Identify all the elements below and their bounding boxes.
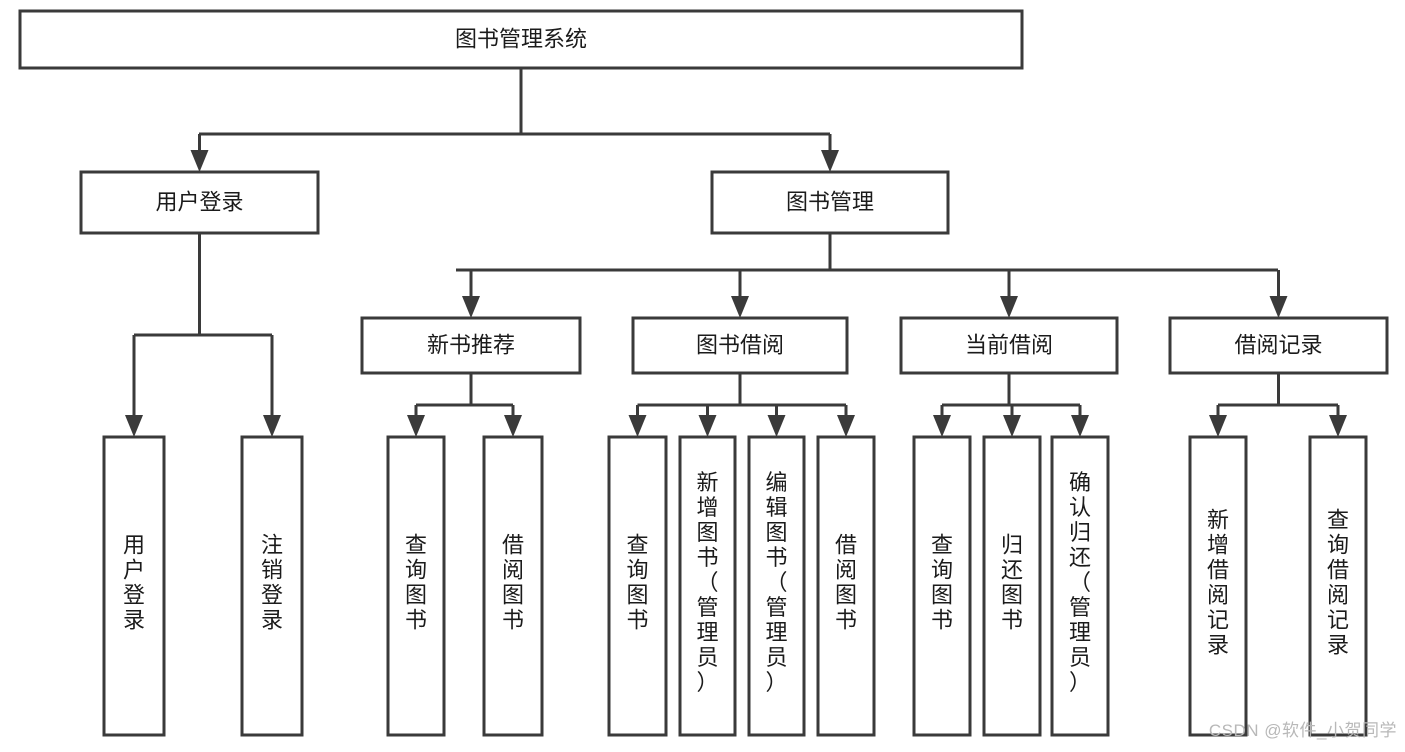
node-label: 新增图书（管理员） — [696, 470, 718, 695]
node-box — [899, 316, 1119, 375]
node-l2-2[interactable]: 当前借阅 — [899, 316, 1119, 375]
node-leaf-11[interactable]: 新增借阅记录 — [1188, 435, 1248, 737]
node-label: 借阅图书 — [835, 533, 857, 633]
node-label: 新增借阅记录 — [1207, 508, 1229, 658]
arrow-head-icon — [1269, 296, 1288, 318]
node-box — [79, 170, 320, 235]
arrow-head-icon — [1071, 415, 1089, 437]
node-leaf-0[interactable]: 用户登录 — [102, 435, 166, 737]
node-leaf-10[interactable]: 确认归还（管理员） — [1050, 435, 1110, 737]
node-label: 用户登录 — [123, 533, 145, 633]
node-label: 用户登录 — [155, 189, 243, 214]
node-label: 当前借阅 — [965, 332, 1053, 357]
arrow-head-icon — [263, 415, 281, 437]
node-l2-3[interactable]: 借阅记录 — [1168, 316, 1389, 375]
node-box — [1050, 435, 1110, 737]
node-label: 注销登录 — [261, 533, 283, 633]
node-box — [482, 435, 544, 737]
node-label: 图书管理系统 — [455, 26, 587, 51]
node-box — [1308, 435, 1368, 737]
connector-layer — [125, 68, 1347, 437]
arrow-head-icon — [462, 296, 480, 318]
arrow-head-icon — [1003, 415, 1021, 437]
node-l1-0[interactable]: 用户登录 — [79, 170, 320, 235]
node-label: 查询借阅记录 — [1327, 508, 1349, 658]
node-leaf-9[interactable]: 归还图书 — [982, 435, 1042, 737]
watermark-label: CSDN @软件_小贺同学 — [1208, 721, 1397, 740]
node-leaf-8[interactable]: 查询图书 — [912, 435, 972, 737]
arrow-head-icon — [821, 150, 839, 172]
node-box — [1188, 435, 1248, 737]
node-leaf-7[interactable]: 借阅图书 — [816, 435, 876, 737]
arrow-head-icon — [125, 415, 143, 437]
node-label: 查询图书 — [626, 533, 648, 633]
node-box — [816, 435, 876, 737]
node-leaf-12[interactable]: 查询借阅记录 — [1308, 435, 1368, 737]
node-label: 确认归还（管理员） — [1069, 470, 1091, 695]
node-label: 图书管理 — [786, 189, 874, 214]
node-box — [710, 170, 950, 235]
node-label: 编辑图书（管理员） — [765, 470, 787, 695]
arrow-head-icon — [698, 415, 717, 437]
node-box — [386, 435, 446, 737]
node-box — [607, 435, 668, 737]
node-label: 借阅图书 — [502, 533, 524, 633]
node-box — [18, 9, 1024, 70]
arrow-head-icon — [407, 415, 425, 437]
node-box — [982, 435, 1042, 737]
arrow-head-icon — [1209, 415, 1227, 437]
node-box — [631, 316, 849, 375]
arrow-head-icon — [1000, 296, 1018, 318]
node-layer: 图书管理系统用户登录图书管理新书推荐图书借阅当前借阅借阅记录用户登录注销登录查询… — [18, 9, 1389, 737]
node-leaf-5[interactable]: 新增图书（管理员） — [678, 435, 737, 737]
arrow-head-icon — [767, 415, 786, 437]
arrow-head-icon — [837, 415, 855, 437]
node-label: 归还图书 — [1001, 533, 1023, 633]
arrow-head-icon — [731, 296, 749, 318]
node-box — [747, 435, 806, 737]
node-label: 查询图书 — [931, 533, 953, 633]
node-box — [240, 435, 304, 737]
arrow-head-icon — [933, 415, 951, 437]
arrow-head-icon — [504, 415, 522, 437]
node-leaf-6[interactable]: 编辑图书（管理员） — [747, 435, 806, 737]
arrow-head-icon — [1329, 415, 1347, 437]
node-root-0[interactable]: 图书管理系统 — [18, 9, 1024, 70]
arrow-head-icon — [190, 150, 209, 172]
node-leaf-3[interactable]: 借阅图书 — [482, 435, 544, 737]
node-box — [102, 435, 166, 737]
node-box — [1168, 316, 1389, 375]
arrow-head-icon — [628, 415, 647, 437]
node-label: 图书借阅 — [696, 332, 784, 357]
node-box — [360, 316, 582, 375]
node-label: 新书推荐 — [427, 332, 515, 357]
node-box — [678, 435, 737, 737]
node-leaf-4[interactable]: 查询图书 — [607, 435, 668, 737]
node-label: 查询图书 — [405, 533, 427, 633]
node-l1-1[interactable]: 图书管理 — [710, 170, 950, 235]
node-leaf-2[interactable]: 查询图书 — [386, 435, 446, 737]
node-l2-0[interactable]: 新书推荐 — [360, 316, 582, 375]
node-l2-1[interactable]: 图书借阅 — [631, 316, 849, 375]
node-label: 借阅记录 — [1234, 332, 1322, 357]
node-box — [912, 435, 972, 737]
node-leaf-1[interactable]: 注销登录 — [240, 435, 304, 737]
